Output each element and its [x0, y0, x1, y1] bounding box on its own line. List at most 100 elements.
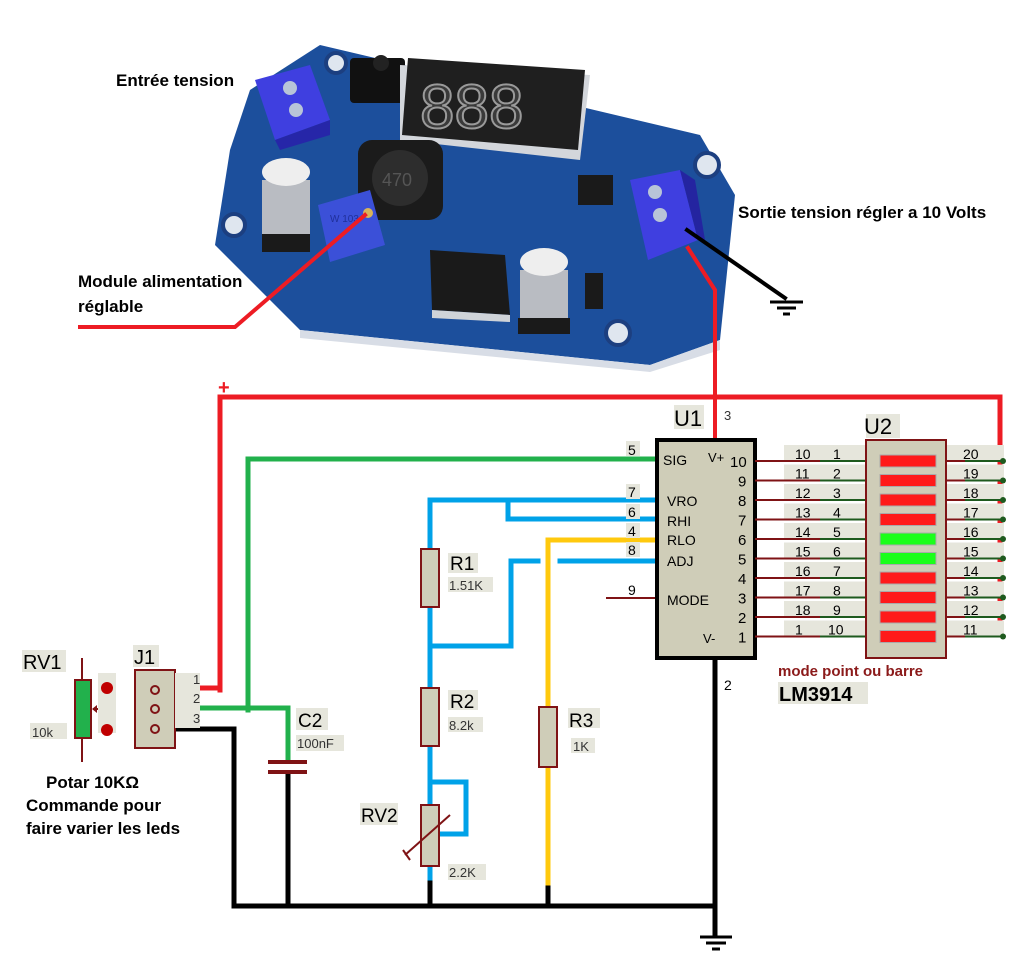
u2-right-pin-num: 20	[963, 446, 979, 462]
u2-outer-pin-num: 11	[795, 466, 810, 482]
r2-ref: R2	[450, 692, 474, 713]
u2-right-pin-num: 16	[963, 524, 979, 540]
wire-vro	[427, 497, 660, 553]
label-chip-name: LM3914	[779, 684, 853, 706]
label-module-line1: Module alimentation	[78, 272, 242, 291]
u1-label-vro: VRO	[667, 493, 697, 509]
electrolytic-capacitor-2	[518, 248, 570, 334]
r3-ref: R3	[569, 711, 593, 732]
wire-vplus-supply	[685, 245, 717, 442]
u2-junction-dot	[1000, 594, 1006, 601]
u2-outer-pin-num: 15	[795, 544, 811, 560]
j1-ref: J1	[134, 647, 155, 669]
u1-label-rhi: RHI	[667, 513, 691, 529]
ground-symbol-bottom	[700, 935, 732, 951]
u2-right-pin-num: 14	[963, 563, 979, 579]
rv1-ref: RV1	[23, 652, 62, 674]
u2-outer-pin-num: 13	[795, 505, 811, 521]
wire-rv2-wiper	[427, 779, 469, 837]
u1-right-pin-num: 6	[738, 532, 746, 549]
mount-hole	[604, 319, 632, 347]
u2-led-segment	[879, 532, 937, 546]
u2-right-pin-num: 13	[963, 583, 979, 599]
u2-junction-dot	[1000, 633, 1006, 640]
push-button-component	[350, 55, 405, 103]
u2-junction-dot	[1000, 516, 1006, 523]
increase-icon	[101, 682, 113, 694]
u1-chip: U1 3 2 SIG V+ VRO RHI RLO ADJ MODE V- 5 …	[626, 405, 757, 693]
inductor-marking: 470	[382, 170, 412, 190]
ground-symbol-top	[770, 300, 803, 316]
power-module-board: 888 470 W 103	[215, 45, 735, 372]
u2-junction-dot	[1000, 497, 1006, 503]
c2-value: 100nF	[297, 736, 334, 751]
u1-right-pin-num: 1	[738, 630, 746, 647]
u2-led-segment	[879, 513, 937, 526]
u2-outer-pin-num: 14	[795, 524, 811, 540]
u2-junction-dot	[1000, 614, 1006, 620]
j1-connector: J1 1 2 3	[133, 645, 200, 749]
r1-value: 1.51K	[449, 578, 483, 593]
u1-pin-num-sig: 5	[628, 442, 636, 458]
u2-led-segment	[879, 610, 937, 624]
u2-right-pin-num: 19	[963, 466, 979, 482]
u2-right-pin-num: 17	[963, 505, 979, 521]
regulator-chip	[430, 250, 510, 322]
u1-vplus-pin: 3	[724, 408, 731, 423]
u1-label-vminus: V-	[703, 631, 715, 646]
wire-module-ground	[684, 227, 788, 301]
mount-hole	[693, 151, 721, 179]
u2-right-pin-num: 15	[963, 544, 979, 560]
u2-junction-dot	[1000, 458, 1006, 464]
label-pot-line2: Commande pour	[26, 796, 161, 815]
u2-led-segment	[879, 474, 937, 487]
j1-pin-1: 1	[193, 672, 200, 687]
u2-outer-pin-num: 18	[795, 602, 811, 618]
r1-ref: R1	[450, 554, 474, 575]
rv2-ref: RV2	[361, 806, 398, 827]
wire-rhi	[505, 497, 660, 522]
u2-led-segment	[879, 552, 937, 565]
c2-capacitor: C2 100nF	[268, 708, 344, 774]
rv1-potentiometer: RV1 10k	[22, 650, 116, 762]
u2-left-pin-num: 2	[833, 466, 841, 482]
electrolytic-capacitor-1	[262, 158, 310, 252]
u1-right-pin-num: 7	[738, 513, 746, 530]
u2-outer-pin-num: 16	[795, 563, 811, 579]
u2-led-segment	[879, 630, 937, 643]
u1-right-pin-num: 5	[738, 552, 746, 569]
j1-pin-3: 3	[193, 711, 200, 726]
decrease-icon	[101, 724, 113, 736]
u2-right-pin-num: 11	[963, 622, 978, 638]
u1-right-pin-num: 4	[738, 571, 746, 588]
u1-pin-num-rlo: 4	[628, 523, 636, 539]
pcb-board	[215, 45, 735, 365]
u1-pin-num-mode: 9	[628, 582, 636, 598]
wire-adj-left	[427, 558, 541, 649]
plus-sign-label: +	[218, 377, 230, 399]
label-mode-note: mode point ou barre	[778, 663, 923, 680]
label-input-voltage: Entrée tension	[116, 71, 234, 90]
u2-right-pin-num: 12	[963, 602, 979, 618]
u2-outer-pin-num: 1	[795, 622, 803, 638]
u2-led-segment	[879, 571, 937, 585]
u2-junction-dot	[1000, 536, 1006, 542]
label-output-voltage: Sortie tension régler a 10 Volts	[738, 203, 986, 222]
wire-module-pointer	[78, 212, 368, 329]
trimmer-marking: W 103	[330, 214, 359, 225]
r1-resistor: R1 1.51K	[420, 548, 493, 608]
u1-pin-num-rhi: 6	[628, 504, 636, 520]
u1-pin-num-adj: 8	[628, 542, 636, 558]
u2-led-segment	[879, 454, 937, 468]
r2-resistor: R2 8.2k	[420, 687, 483, 747]
rv2-value: 2.2K	[449, 865, 476, 880]
mount-hole	[324, 51, 348, 75]
r3-resistor: R3 1K	[538, 706, 600, 768]
u2-junction-dot	[1000, 555, 1006, 562]
u2-body	[865, 439, 947, 659]
seven-segment-display: 888	[400, 58, 590, 160]
u2-left-pin-num: 10	[828, 622, 844, 638]
u1-ref: U1	[674, 406, 702, 431]
u2-junction-dot	[1000, 575, 1006, 581]
